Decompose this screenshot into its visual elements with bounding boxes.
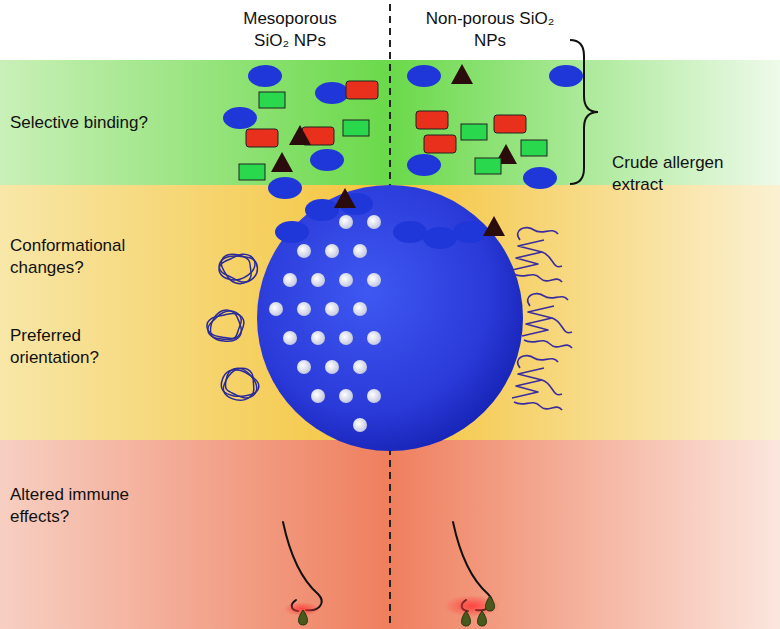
- mucus-drop: [462, 611, 471, 626]
- bound-allergens: [275, 188, 505, 249]
- unfolded-protein: [219, 254, 255, 280]
- folded-proteins: [522, 294, 572, 348]
- unfolded-protein: [225, 368, 256, 398]
- pore: [353, 244, 367, 258]
- pore: [325, 360, 339, 374]
- column-header: Non-porous SiO₂ NPs: [425, 8, 555, 52]
- bracket: [570, 40, 598, 184]
- allergen-molecules: [289, 125, 311, 145]
- pore: [367, 331, 381, 345]
- allergen-molecules: [521, 140, 547, 156]
- allergen-molecules: [346, 81, 378, 99]
- pore: [311, 331, 325, 345]
- bound-allergens: [453, 221, 487, 243]
- allergen-molecules: [259, 92, 285, 108]
- color-band: Conformational changes? Preferred orienta…: [0, 185, 780, 440]
- mucus-drop: [486, 596, 495, 611]
- allergen-molecules: [494, 115, 526, 133]
- mucus-drop: [299, 610, 308, 625]
- bound-allergens: [423, 227, 457, 249]
- irritation-glow: [444, 595, 500, 617]
- pore: [269, 302, 283, 316]
- mucus-drop: [478, 611, 487, 626]
- bound-allergens: [393, 221, 427, 243]
- allergen-molecules: [248, 65, 282, 87]
- question-label: Preferred orientation?: [10, 325, 170, 369]
- question-label: Conformational changes?: [10, 235, 170, 279]
- question-label: Selective binding?: [10, 112, 150, 134]
- allergen-molecules: [223, 64, 583, 199]
- bracket-label: Crude allergen extract: [612, 152, 772, 196]
- pore: [283, 273, 297, 287]
- unfolded-protein: [207, 313, 244, 338]
- allergen-molecules: [424, 135, 456, 153]
- pore: [325, 302, 339, 316]
- allergen-molecules: [451, 64, 473, 84]
- allergen-molecules: [246, 129, 278, 147]
- pore: [367, 273, 381, 287]
- allergen-molecules: [315, 82, 349, 104]
- allergen-molecules: [271, 152, 293, 172]
- band-backgrounds: [0, 60, 780, 629]
- allergen-molecules: [343, 120, 369, 136]
- pore: [339, 331, 353, 345]
- color-band: Selective binding?Crude allergen extract: [0, 60, 780, 185]
- silica-nanoparticle: [257, 185, 523, 451]
- allergen-molecules: [475, 158, 501, 174]
- question-label: Altered immune effects?: [10, 484, 150, 528]
- allergen-molecules: [310, 149, 344, 171]
- pore: [297, 244, 311, 258]
- folded-proteins: [512, 228, 562, 282]
- pore: [283, 331, 297, 345]
- pore: [339, 273, 353, 287]
- nose-left: [283, 522, 322, 611]
- pore: [297, 302, 311, 316]
- allergen-molecules: [549, 65, 583, 87]
- pore: [339, 389, 353, 403]
- pore: [367, 389, 381, 403]
- pore: [353, 360, 367, 374]
- pore: [353, 418, 367, 432]
- pore: [353, 302, 367, 316]
- unfolded-protein: [210, 310, 241, 341]
- pore: [311, 389, 325, 403]
- bound-allergens: [305, 199, 339, 221]
- pores: [269, 215, 381, 432]
- pore: [325, 244, 339, 258]
- folded-proteins: [512, 228, 572, 410]
- allergen-molecules: [461, 124, 487, 140]
- allergen-molecules: [268, 177, 302, 199]
- pore: [311, 273, 325, 287]
- bound-allergens: [275, 221, 309, 243]
- bound-allergens: [334, 188, 356, 208]
- unfolded-proteins: [207, 254, 259, 400]
- allergen-molecules: [407, 65, 441, 87]
- allergen-molecules: [239, 164, 265, 180]
- folded-proteins: [512, 356, 562, 410]
- allergen-molecules: [223, 107, 257, 129]
- nose-left: [283, 522, 322, 610]
- allergen-molecules: [523, 167, 557, 189]
- column-header: Mesoporous SiO₂ NPs: [225, 8, 355, 52]
- pore: [297, 360, 311, 374]
- pore: [367, 215, 381, 229]
- unfolded-protein: [221, 370, 258, 396]
- color-band: Altered immune effects?: [0, 440, 780, 629]
- bound-allergens: [483, 216, 505, 236]
- allergen-molecules: [407, 154, 441, 176]
- allergen-molecules: [416, 111, 448, 129]
- pore: [339, 215, 353, 229]
